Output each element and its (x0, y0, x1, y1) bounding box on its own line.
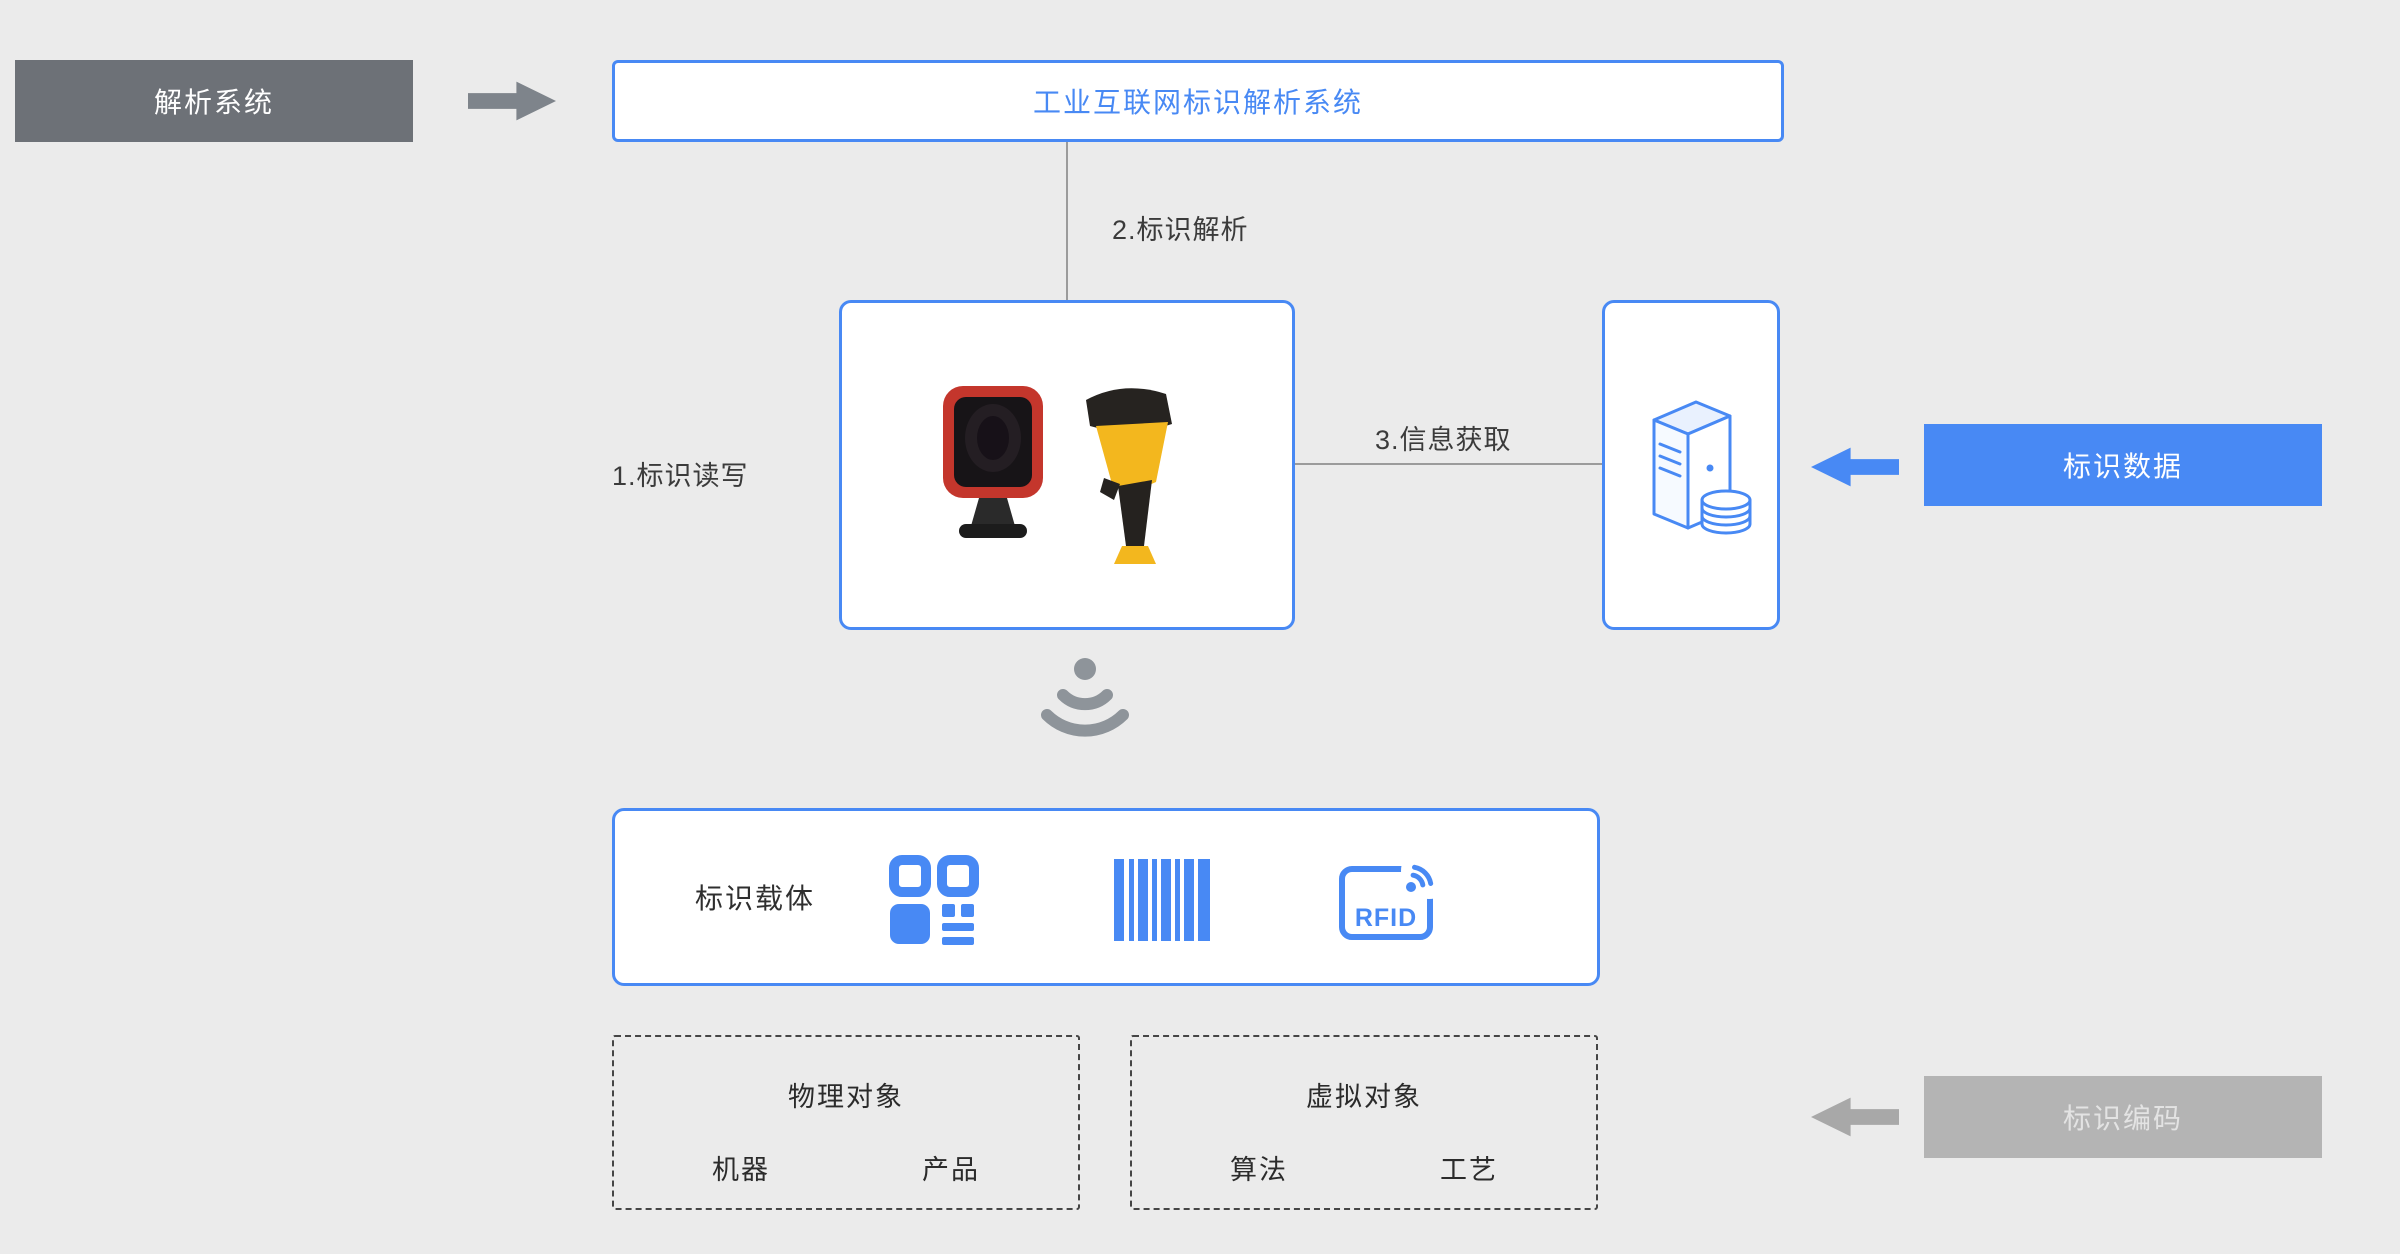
id-data-label: 标识数据 (2062, 451, 2183, 482)
main-system-label: 工业互联网标识解析系统 (1032, 87, 1363, 118)
id-code-node: 标识编码 (1924, 1076, 2322, 1158)
id-code-label: 标识编码 (2062, 1103, 2183, 1134)
step3-label: 3.信息获取 (1375, 425, 1512, 455)
physical-objects-title: 物理对象 (788, 1082, 904, 1112)
step2-label: 2.标识解析 (1112, 215, 1249, 245)
connector-line-vertical (1066, 142, 1068, 300)
main-system-node: 工业互联网标识解析系统 (612, 60, 1784, 142)
connector-line-horizontal (1295, 463, 1602, 465)
virtual-item-algorithm: 算法 (1230, 1155, 1288, 1185)
barcode-icon (1114, 859, 1210, 941)
server-panel (1602, 300, 1780, 630)
handheld-scanner-image (1086, 388, 1172, 564)
parse-system-node: 解析系统 (15, 60, 413, 142)
physical-objects-box: 物理对象 机器 产品 (612, 1035, 1080, 1210)
physical-item-machine: 机器 (712, 1155, 770, 1185)
scanner-panel (839, 300, 1295, 630)
carrier-panel: 标识载体 (612, 808, 1600, 986)
wireless-signal-icon (1041, 658, 1129, 737)
physical-item-product: 产品 (922, 1155, 980, 1185)
server-database-icon (1652, 400, 1752, 535)
virtual-item-process: 工艺 (1440, 1155, 1498, 1185)
scanner-devices-image (943, 386, 1172, 564)
carrier-label: 标识载体 (695, 883, 816, 914)
arrow-left-blue-icon (1811, 447, 1899, 487)
desktop-scanner-image (943, 386, 1043, 538)
id-data-node: 标识数据 (1924, 424, 2322, 506)
rfid-text: RFID (1355, 904, 1417, 932)
virtual-objects-title: 虚拟对象 (1306, 1082, 1422, 1112)
step1-label: 1.标识读写 (612, 461, 749, 491)
virtual-objects-box: 虚拟对象 算法 工艺 (1130, 1035, 1598, 1210)
arrow-right-icon (468, 81, 556, 121)
parse-system-label: 解析系统 (153, 87, 274, 118)
arrow-left-gray-icon (1811, 1097, 1899, 1137)
qr-code-icon (889, 855, 979, 945)
rfid-tag-icon: RFID (1339, 851, 1443, 940)
